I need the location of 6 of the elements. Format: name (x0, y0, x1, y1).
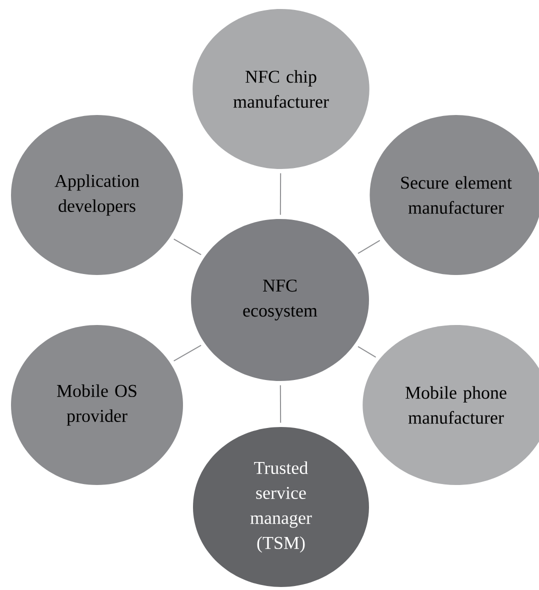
connector-line (173, 238, 202, 256)
connector-line (358, 346, 376, 358)
connector-line (358, 240, 380, 254)
connector-line (280, 384, 282, 424)
connector-line (280, 172, 282, 216)
connector-line (173, 344, 202, 362)
